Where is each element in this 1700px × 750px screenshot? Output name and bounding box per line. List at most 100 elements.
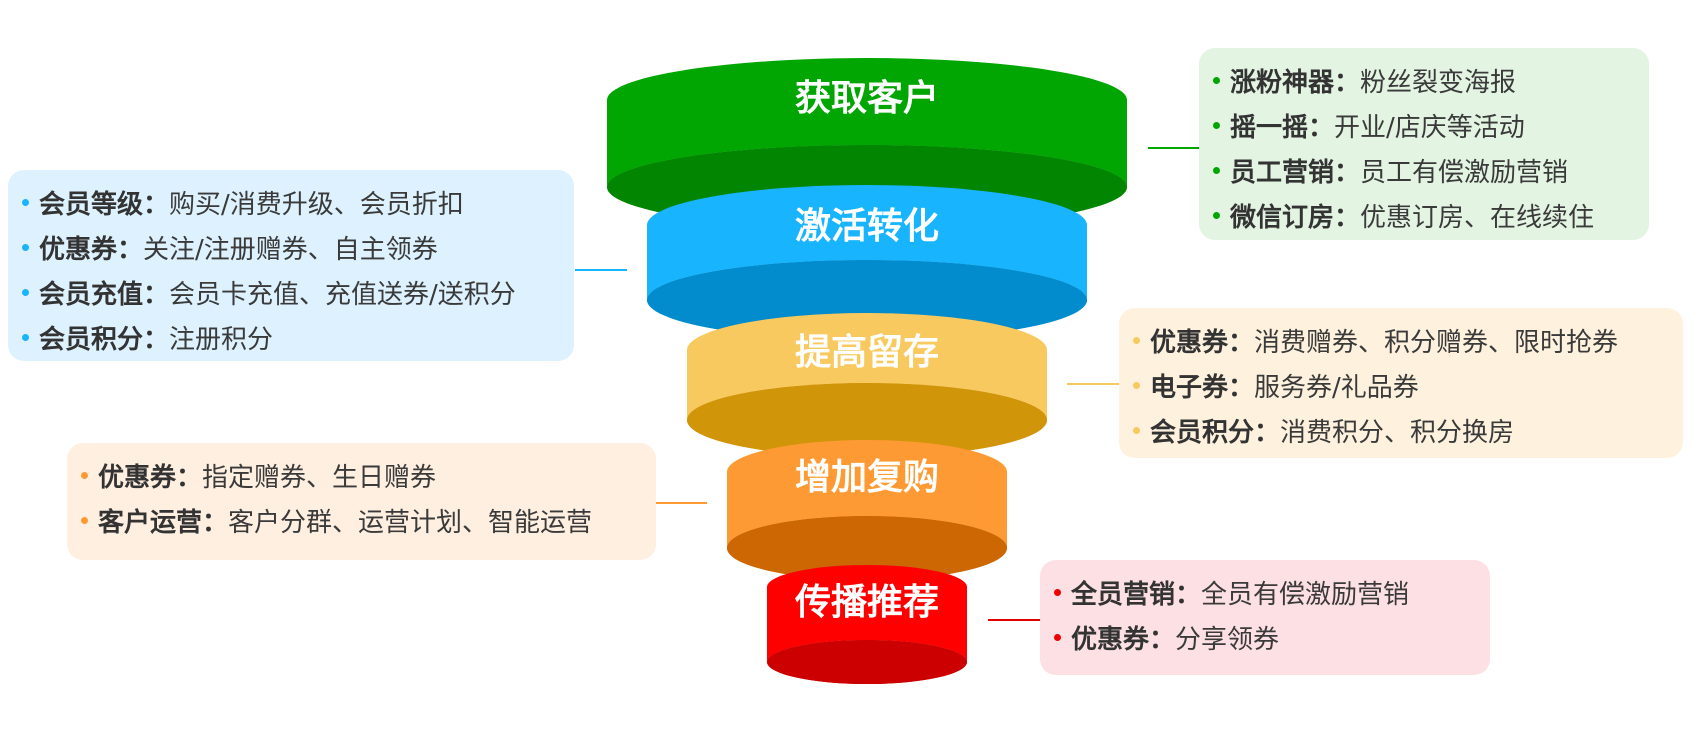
detail-box-stage-1: 涨粉神器：粉丝裂变海报摇一摇：开业/店庆等活动员工营销：员工有偿激励营销微信订房… — [1199, 48, 1649, 240]
item-value: 分享领券 — [1175, 625, 1280, 655]
item-value: 粉丝裂变海报 — [1360, 68, 1517, 98]
item-separator: ： — [176, 463, 203, 493]
item-key: 摇一摇 — [1230, 113, 1309, 143]
bullet-icon — [22, 289, 29, 296]
item-value: 客户分群、运营计划、智能运营 — [228, 508, 593, 538]
detail-box-stage-4: 优惠券：指定赠券、生日赠券客户运营：客户分群、运营计划、智能运营 — [67, 443, 656, 560]
item-value: 消费赠券、积分赠券、限时抢券 — [1254, 328, 1619, 358]
cylinder-floor — [727, 516, 1007, 580]
item-key: 全员营销 — [1071, 580, 1176, 610]
item-key: 涨粉神器 — [1230, 68, 1335, 98]
list-item: 会员积分：消费积分、积分换房 — [1133, 408, 1669, 453]
list-item: 会员积分：注册积分 — [22, 315, 560, 360]
cylinder-body — [607, 58, 1127, 187]
funnel-stage-2: 激活转化 — [647, 185, 1087, 340]
item-value: 消费积分、积分换房 — [1280, 418, 1515, 448]
item-key: 会员积分 — [1150, 418, 1255, 448]
item-value: 优惠订房、在线续住 — [1360, 203, 1595, 233]
item-separator: ： — [143, 190, 170, 220]
item-value: 指定赠券、生日赠券 — [202, 463, 437, 493]
bullet-icon — [22, 334, 29, 341]
item-value: 购买/消费升级、会员折扣 — [169, 190, 464, 220]
bullet-icon — [22, 244, 29, 251]
item-value: 注册积分 — [169, 325, 274, 355]
bullet-icon — [1133, 427, 1140, 434]
item-separator: ： — [1334, 158, 1361, 188]
item-key: 会员充值 — [39, 280, 144, 310]
bullet-icon — [1213, 122, 1220, 129]
cylinder-body — [687, 313, 1047, 420]
cylinder-body — [727, 440, 1007, 548]
connector-stage-1 — [1148, 147, 1200, 149]
connector-stage-2 — [575, 269, 627, 271]
list-item: 微信订房：优惠订房、在线续住 — [1213, 193, 1635, 238]
detail-box-stage-2: 会员等级：购买/消费升级、会员折扣优惠券：关注/注册赠券、自主领券会员充值：会员… — [8, 170, 574, 361]
item-separator: ： — [202, 508, 229, 538]
list-item: 涨粉神器：粉丝裂变海报 — [1213, 58, 1635, 103]
item-separator: ： — [1228, 328, 1255, 358]
bullet-icon — [81, 472, 88, 479]
item-value: 全员有偿激励营销 — [1201, 580, 1410, 610]
list-item: 摇一摇：开业/店庆等活动 — [1213, 103, 1635, 148]
list-item: 电子券：服务券/礼品券 — [1133, 363, 1669, 408]
funnel-stage-3: 提高留存 — [687, 313, 1047, 457]
funnel-stage-4: 增加复购 — [727, 440, 1007, 580]
item-key: 微信订房 — [1230, 203, 1335, 233]
item-separator: ： — [143, 325, 170, 355]
item-key: 会员等级 — [39, 190, 144, 220]
item-value: 关注/注册赠券、自主领券 — [143, 235, 438, 265]
item-separator: ： — [117, 235, 144, 265]
stage-label-5: 传播推荐 — [794, 582, 939, 623]
list-item: 会员等级：购买/消费升级、会员折扣 — [22, 180, 560, 225]
list-item: 优惠券：指定赠券、生日赠券 — [81, 453, 642, 498]
item-key: 优惠券 — [1150, 328, 1229, 358]
bullet-icon — [1133, 382, 1140, 389]
item-key: 客户运营 — [98, 508, 203, 538]
item-value: 会员卡充值、充值送券/送积分 — [169, 280, 516, 310]
cylinder-floor — [647, 260, 1087, 340]
stage-label-1: 获取客户 — [795, 78, 939, 119]
bullet-icon — [1054, 589, 1061, 596]
item-separator: ： — [1175, 580, 1202, 610]
cylinder-body — [647, 185, 1087, 300]
list-item: 会员充值：会员卡充值、充值送券/送积分 — [22, 270, 560, 315]
list-item: 优惠券：关注/注册赠券、自主领券 — [22, 225, 560, 270]
item-key: 优惠券 — [39, 235, 118, 265]
item-separator: ： — [1334, 203, 1361, 233]
list-item: 客户运营：客户分群、运营计划、智能运营 — [81, 498, 642, 543]
detail-box-stage-3: 优惠券：消费赠券、积分赠券、限时抢券电子券：服务券/礼品券会员积分：消费积分、积… — [1119, 308, 1683, 458]
connector-stage-3 — [1067, 383, 1120, 385]
cylinder-body — [767, 565, 967, 662]
bullet-icon — [1213, 212, 1220, 219]
item-key: 优惠券 — [98, 463, 177, 493]
item-key: 优惠券 — [1071, 625, 1150, 655]
connector-stage-4 — [655, 502, 707, 504]
bullet-icon — [81, 517, 88, 524]
funnel-stage-5: 传播推荐 — [767, 565, 967, 684]
list-item: 全员营销：全员有偿激励营销 — [1054, 570, 1476, 615]
item-key: 会员积分 — [39, 325, 144, 355]
list-item: 优惠券：分享领券 — [1054, 615, 1476, 660]
bullet-icon — [22, 199, 29, 206]
detail-box-stage-5: 全员营销：全员有偿激励营销优惠券：分享领券 — [1040, 560, 1490, 675]
bullet-icon — [1133, 337, 1140, 344]
item-value: 开业/店庆等活动 — [1334, 113, 1525, 143]
item-separator: ： — [143, 280, 170, 310]
list-item: 员工营销：员工有偿激励营销 — [1213, 148, 1635, 193]
list-item: 优惠券：消费赠券、积分赠券、限时抢券 — [1133, 318, 1669, 363]
bullet-icon — [1213, 167, 1220, 174]
bullet-icon — [1213, 77, 1220, 84]
item-separator: ： — [1228, 373, 1255, 403]
connector-stage-5 — [988, 619, 1040, 621]
item-separator: ： — [1254, 418, 1281, 448]
stage-label-3: 提高留存 — [795, 332, 939, 373]
stage-label-4: 增加复购 — [795, 457, 939, 498]
item-separator: ： — [1334, 68, 1361, 98]
stage-label-2: 激活转化 — [795, 206, 939, 247]
item-value: 员工有偿激励营销 — [1360, 158, 1569, 188]
bullet-icon — [1054, 634, 1061, 641]
item-separator: ： — [1149, 625, 1176, 655]
cylinder-floor — [687, 383, 1047, 457]
item-key: 电子券 — [1150, 373, 1229, 403]
